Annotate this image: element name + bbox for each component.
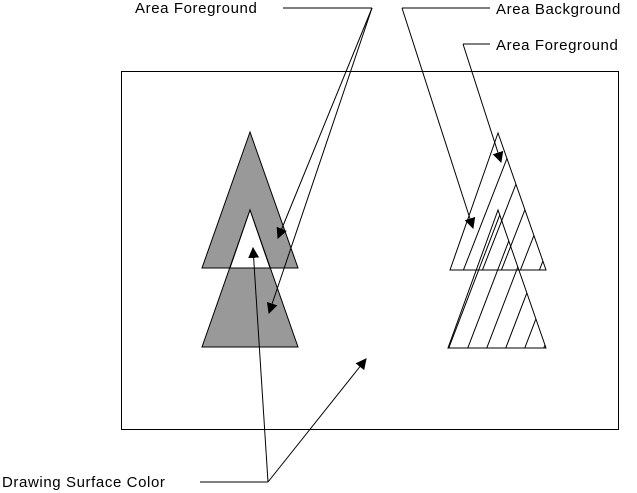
right-top-triangle — [449, 131, 547, 271]
leader-area-background — [401, 7, 490, 230]
label-drawing-surface-color: Drawing Surface Color — [2, 474, 166, 491]
label-area-foreground-left: Area Foreground — [135, 0, 258, 17]
label-area-background: Area Background — [496, 1, 621, 18]
right-bottom-triangle — [447, 208, 547, 349]
drawing-surface-frame — [121, 71, 619, 430]
leader-area-foreground-left — [266, 7, 373, 315]
label-area-foreground-right: Area Foreground — [496, 37, 619, 54]
leader-area-foreground-right — [462, 43, 504, 164]
left-surface-notch — [229, 208, 271, 269]
leader-drawing-surface-color — [200, 246, 367, 483]
